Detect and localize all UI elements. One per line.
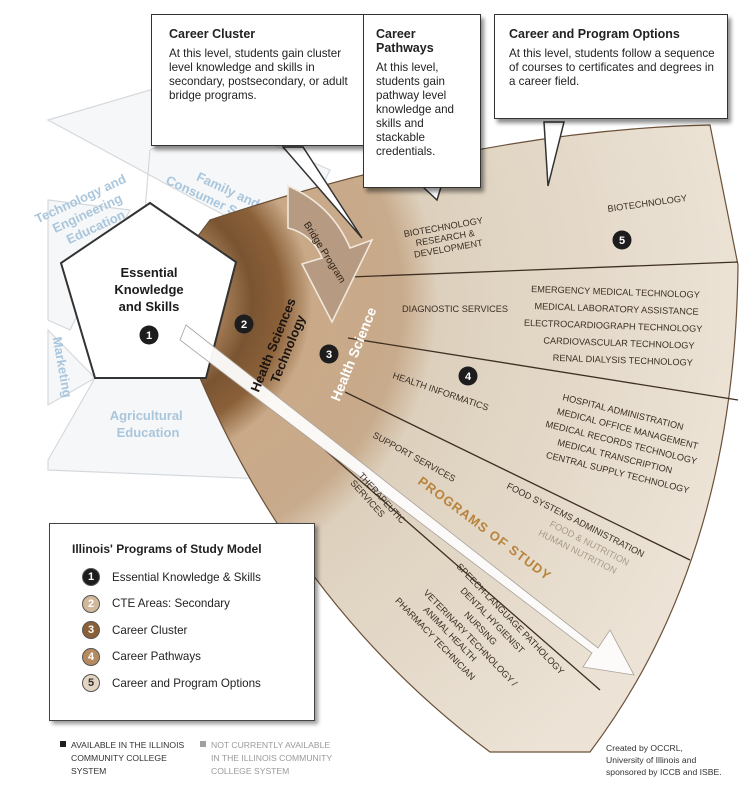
legend-title: Illinois' Programs of Study Model [72, 542, 262, 556]
career-pathways-text: At this level, students gain pathway lev… [376, 61, 454, 158]
career-options-box: Career and Program Options At this level… [494, 14, 728, 119]
credit-line-3: sponsored by ICCB and ISBE. [606, 767, 722, 777]
unavailable-note: NOT CURRENTLY AVAILABLE IN THE ILLINOIS … [200, 739, 350, 778]
legend-circle-5: 5 [82, 674, 100, 693]
option-diagnostic-5: RENAL DIALYSIS TECHNOLOGY [553, 353, 693, 368]
center-line-2: Knowledge [114, 282, 183, 297]
credit-note: Created by OCCRL, University of Illinois… [606, 742, 746, 778]
unavailable-line-2: IN THE ILLINOIS COMMUNITY [211, 753, 333, 763]
fan-dividers [324, 261, 739, 691]
available-line-2: COMMUNITY COLLEGE [71, 753, 167, 763]
legend-item-1: 1 Essential Knowledge & Skills [82, 564, 314, 591]
number-2-text: 2 [241, 319, 247, 331]
bridge-program-arrow [287, 184, 374, 324]
number-3-circle [319, 344, 339, 364]
available-line-3: SYSTEM [71, 766, 107, 776]
pathway-diagnostic: DIAGNOSTIC SERVICES [402, 304, 508, 314]
number-5-text: 5 [619, 235, 625, 247]
center-line-1: Essential [120, 265, 177, 280]
agricultural-label: Agricultural [110, 408, 183, 423]
legend-circle-4: 4 [82, 647, 100, 666]
career-pathways-title: Career Pathways [376, 27, 434, 55]
numbered-circles: 1 2 3 4 5 [139, 230, 632, 386]
legend-label-5: Career and Program Options [112, 676, 261, 690]
legend-circle-1: 1 [82, 568, 100, 587]
callout-tails [281, 121, 565, 239]
number-4-text: 4 [465, 371, 472, 383]
available-square-icon [60, 741, 66, 747]
legend-item-4: 4 Career Pathways [82, 644, 314, 671]
programs-of-study-arrow [179, 324, 635, 676]
unavailable-line-1: NOT CURRENTLY AVAILABLE [211, 740, 331, 750]
number-4-circle [458, 366, 478, 386]
legend-item-3: 3 Career Cluster [82, 617, 314, 644]
legend-item-5: 5 Career and Program Options [82, 670, 314, 697]
center-line-3: and Skills [119, 299, 180, 314]
credit-line-2: University of Illinois and [606, 755, 697, 765]
legend-panel: Illinois' Programs of Study Model 1 Esse… [49, 523, 315, 721]
career-cluster-text: At this level, students gain cluster lev… [169, 47, 348, 102]
career-options-title: Career and Program Options [509, 27, 680, 41]
credit-line-1: Created by OCCRL, [606, 743, 683, 753]
number-2-circle [234, 314, 254, 334]
legend-item-2: 2 CTE Areas: Secondary [82, 591, 314, 618]
number-3-text: 3 [326, 349, 332, 361]
unavailable-line-3: COLLEGE SYSTEM [211, 766, 290, 776]
number-1-text: 1 [146, 330, 152, 342]
legend-label-1: Essential Knowledge & Skills [112, 570, 261, 584]
number-5-circle [612, 230, 632, 250]
available-note: AVAILABLE IN THE ILLINOIS COMMUNITY COLL… [60, 739, 190, 778]
available-line-1: AVAILABLE IN THE ILLINOIS [71, 740, 185, 750]
career-cluster-title: Career Cluster [169, 27, 256, 41]
career-options-text: At this level, students follow a sequenc… [509, 47, 715, 88]
center-label: Essential Knowledge and Skills [114, 265, 183, 314]
legend-label-2: CTE Areas: Secondary [112, 597, 230, 611]
svg-text:Agricultural Education: Agricultural Education [110, 408, 187, 440]
career-pathways-box: Career Pathways At this level, students … [363, 14, 481, 188]
legend-label-3: Career Cluster [112, 623, 188, 637]
legend-label-4: Career Pathways [112, 650, 201, 664]
number-1-circle [139, 325, 159, 345]
legend-circle-2: 2 [82, 594, 100, 613]
unavailable-square-icon [200, 741, 206, 747]
legend-circle-3: 3 [82, 621, 100, 640]
agricultural-education-label: Education [117, 425, 180, 440]
career-cluster-box: Career Cluster At this level, students g… [151, 14, 366, 146]
